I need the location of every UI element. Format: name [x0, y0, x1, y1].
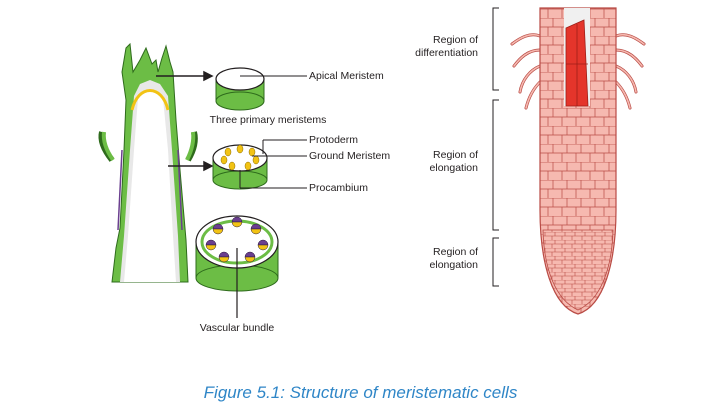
ground-meristem-label: Ground Meristem	[309, 150, 391, 162]
region-elongation-lower-label-line2: elongation	[429, 259, 478, 271]
region-differentiation-label-line2: differentiation	[415, 47, 478, 59]
procambium-label: Procambium	[309, 182, 368, 194]
figure-caption: Figure 5.1: Structure of meristematic ce…	[203, 383, 518, 402]
three-primary-meristems-label: Three primary meristems	[209, 114, 327, 126]
pointer-arrows	[156, 70, 214, 172]
shoot-apex-section	[98, 42, 198, 283]
apical-meristem-cylinder	[215, 67, 265, 111]
region-differentiation-label-line1: Region of	[433, 34, 478, 46]
vascular-bundle-label: Vascular bundle	[199, 322, 275, 334]
root-tip-section	[510, 7, 646, 315]
region-elongation-label-line2: elongation	[429, 162, 478, 174]
region-brackets	[492, 7, 499, 287]
region-elongation-lower-label-line1: Region of	[433, 246, 478, 258]
protoderm-label: Protoderm	[309, 134, 359, 146]
apical-meristem-label: Apical Meristem	[309, 70, 384, 82]
region-elongation-label-line1: Region of	[433, 149, 478, 161]
